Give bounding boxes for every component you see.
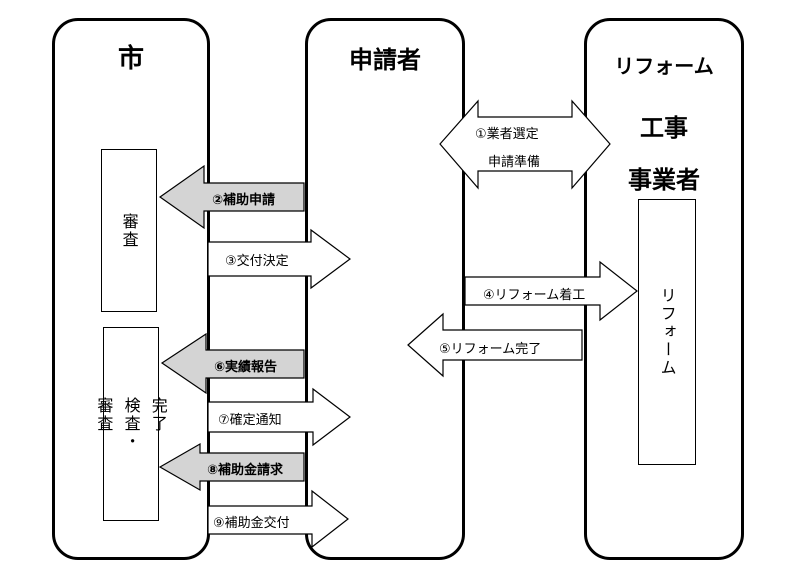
step9-label: ⑨補助金交付 bbox=[213, 516, 290, 531]
reform-box: リフォーム bbox=[638, 199, 696, 465]
review-box-label: 審査 bbox=[119, 212, 139, 249]
lane-title-contractor-line3: 事業者 bbox=[628, 166, 700, 194]
arrow-step7 bbox=[207, 387, 351, 447]
arrow-step4 bbox=[464, 260, 638, 322]
step3-label: ③交付決定 bbox=[225, 254, 289, 269]
lane-applicant bbox=[305, 18, 465, 560]
step2-label: ②補助申請 bbox=[212, 193, 276, 208]
step1-label-line1: ①業者選定 bbox=[475, 127, 539, 142]
step7-label: ⑦確定通知 bbox=[218, 413, 282, 428]
lane-title-contractor-line1: リフォーム bbox=[614, 54, 714, 78]
arrow-step9 bbox=[207, 489, 349, 549]
inspection-box: 完了 検査・ 審査 bbox=[94, 327, 168, 521]
step1-label-line2: 申請準備 bbox=[488, 155, 541, 170]
arrow-step1 bbox=[439, 99, 611, 190]
inspection-box-label: 完了 検査・ 審査 bbox=[94, 397, 168, 451]
arrow-step2 bbox=[158, 164, 305, 230]
lane-title-applicant: 申請者 bbox=[349, 46, 421, 74]
arrow-step3 bbox=[207, 228, 352, 290]
step6-label: ⑥実績報告 bbox=[214, 360, 278, 375]
review-box: 審査 bbox=[101, 149, 157, 312]
reform-box-label: リフォーム bbox=[657, 287, 677, 377]
arrow-step5 bbox=[407, 312, 583, 378]
arrow-step8 bbox=[158, 442, 305, 492]
lane-title-city: 市 bbox=[117, 44, 144, 74]
step4-label: ④リフォーム着工 bbox=[483, 288, 586, 303]
arrow-step6 bbox=[160, 332, 305, 395]
step8-label: ⑧補助金請求 bbox=[207, 463, 284, 478]
lane-title-contractor-line2: 工事 bbox=[640, 114, 688, 142]
step5-label: ⑤リフォーム完了 bbox=[439, 342, 542, 357]
